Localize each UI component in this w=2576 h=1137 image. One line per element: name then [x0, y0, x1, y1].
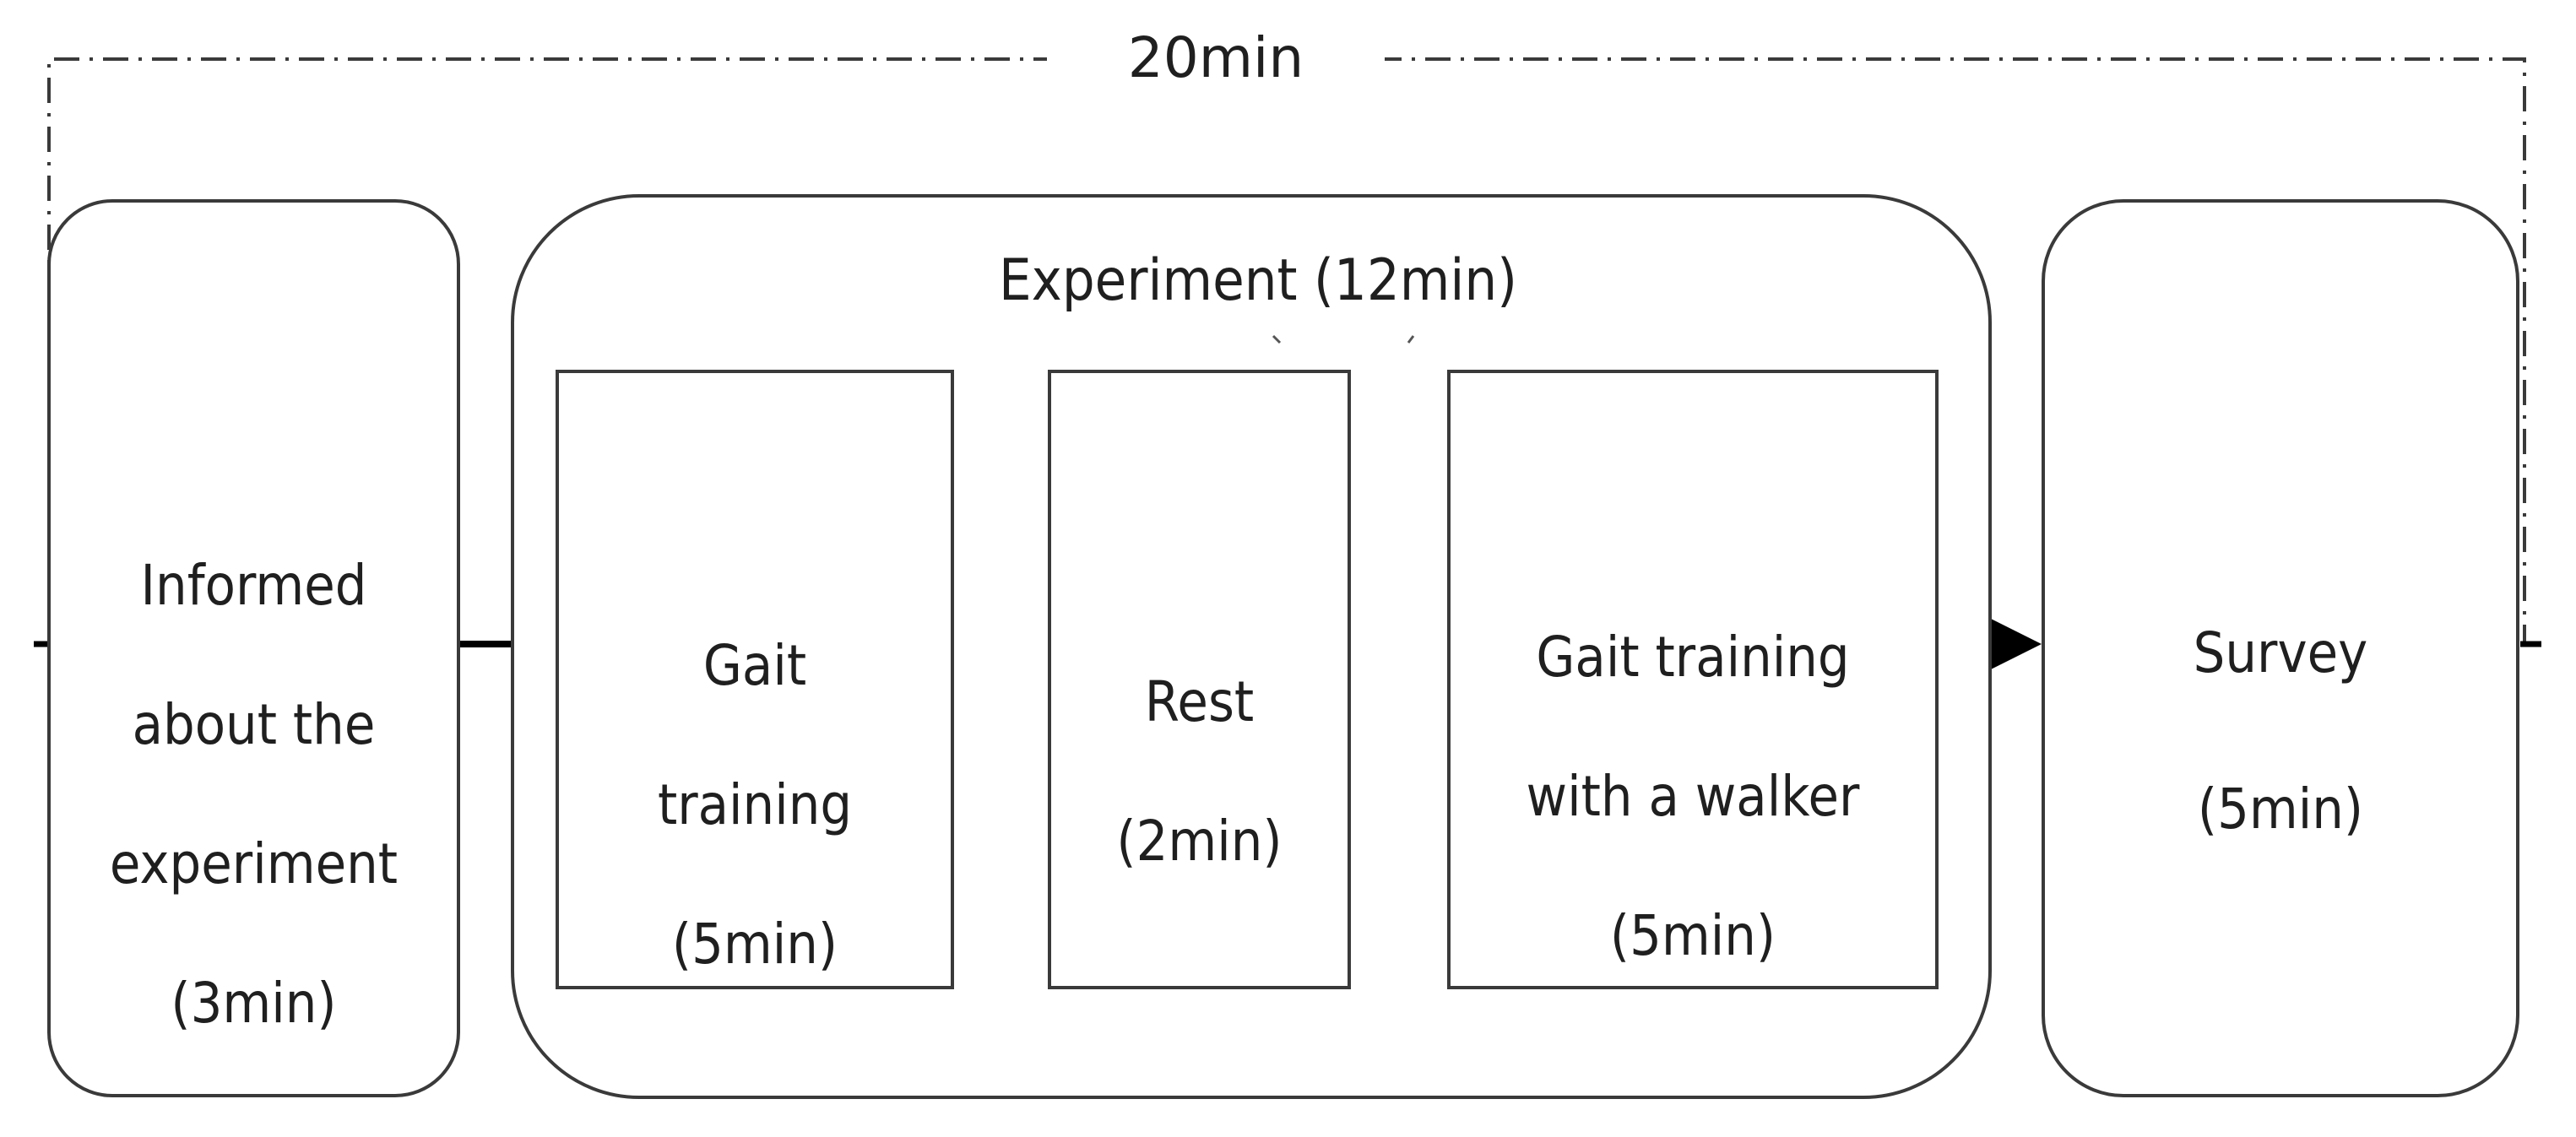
- gait-line-1: Gait: [702, 632, 807, 698]
- total-duration-label: 20min: [1047, 24, 1385, 94]
- informed-line-1: Informed: [140, 552, 367, 618]
- survey-line-1: Survey: [2193, 620, 2368, 685]
- step-rest-label: Rest (2min): [1065, 598, 1335, 946]
- title-tick-right: [1407, 335, 1415, 344]
- informed-line-2: about the: [132, 691, 376, 757]
- survey-box: [2042, 199, 2519, 1097]
- experiment-group-title: Experiment (12min): [998, 247, 1518, 314]
- informed-box: [47, 199, 460, 1097]
- informed-line-3: experiment: [109, 831, 399, 896]
- walker-line-2: with a walker: [1526, 763, 1860, 829]
- gait-duration: (5min): [671, 911, 838, 977]
- title-tick-left: [1272, 334, 1282, 344]
- gait-line-2: training: [657, 772, 853, 837]
- step-walker-box: [1447, 370, 1939, 989]
- step-walker-label: Gait training with a walker (5min): [1473, 553, 1912, 1041]
- step-rest-box: [1048, 370, 1351, 989]
- survey-duration: (5min): [2197, 776, 2364, 842]
- rest-line-1: Rest: [1144, 669, 1255, 734]
- informed-label: Informed about the experiment (3min): [69, 481, 438, 1108]
- rest-duration: (2min): [1116, 808, 1283, 874]
- step-gait-training-label: Gait training (5min): [577, 561, 932, 1049]
- step-gait-training-box: [556, 370, 954, 989]
- walker-duration: (5min): [1609, 902, 1776, 968]
- walker-line-1: Gait training: [1536, 624, 1850, 690]
- informed-duration: (3min): [171, 970, 337, 1036]
- survey-label: Survey (5min): [2067, 549, 2494, 914]
